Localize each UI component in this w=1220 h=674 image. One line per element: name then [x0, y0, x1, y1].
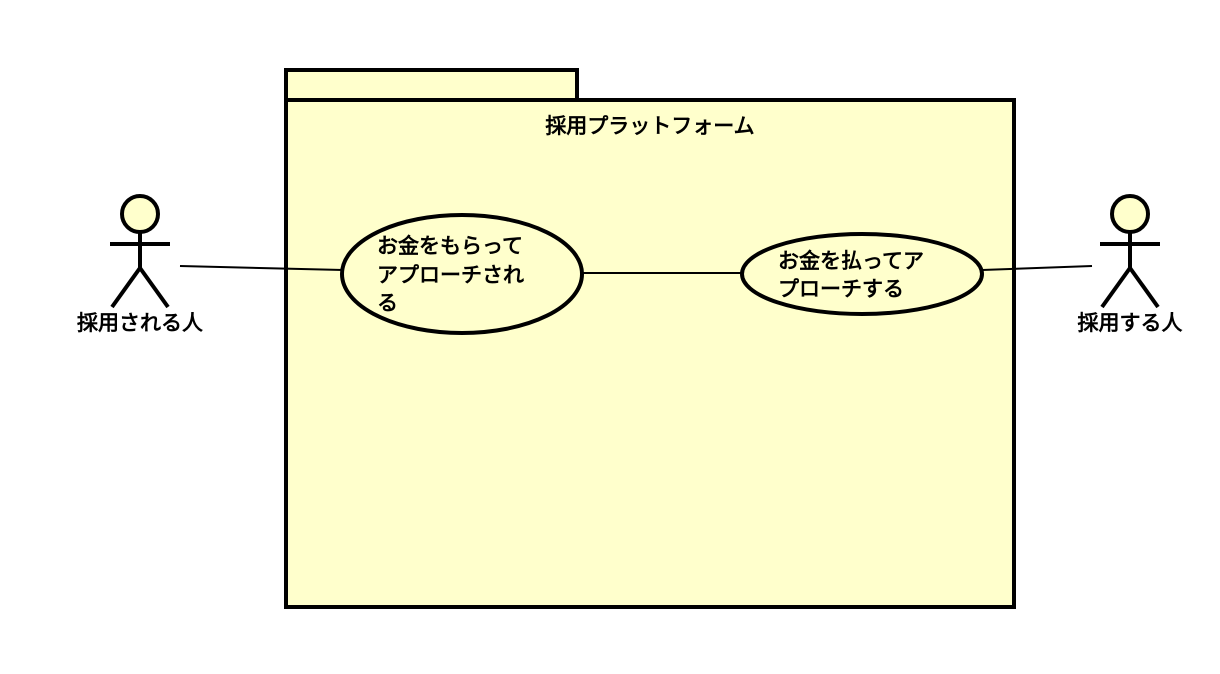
use-case-label: プローチする: [778, 277, 904, 301]
use-case-label: お金を払ってア: [778, 249, 924, 273]
use-case-label: お金をもらって: [377, 234, 523, 258]
actor-label: 採用される人: [77, 311, 203, 335]
package-tab: [284, 68, 579, 102]
actor-head-icon: [1110, 194, 1150, 234]
use-case-pay-money[interactable]: お金を払ってア プローチする: [740, 232, 984, 316]
actor-recruiter[interactable]: [1100, 194, 1160, 309]
actor-applicant[interactable]: [110, 194, 170, 309]
actor-head-icon: [120, 194, 160, 234]
use-case-label: アプローチされ: [377, 263, 524, 287]
package-title: 採用プラットフォーム: [545, 114, 754, 138]
actor-label: 採用する人: [1078, 311, 1183, 335]
association-line[interactable]: [179, 265, 344, 271]
association-line[interactable]: [981, 265, 1093, 271]
package-body: [284, 98, 1016, 609]
package[interactable]: 採用プラットフォーム: [284, 68, 1016, 609]
use-case-label: る: [377, 291, 398, 315]
use-case-receive-money[interactable]: お金をもらって アプローチされ る: [340, 213, 584, 335]
